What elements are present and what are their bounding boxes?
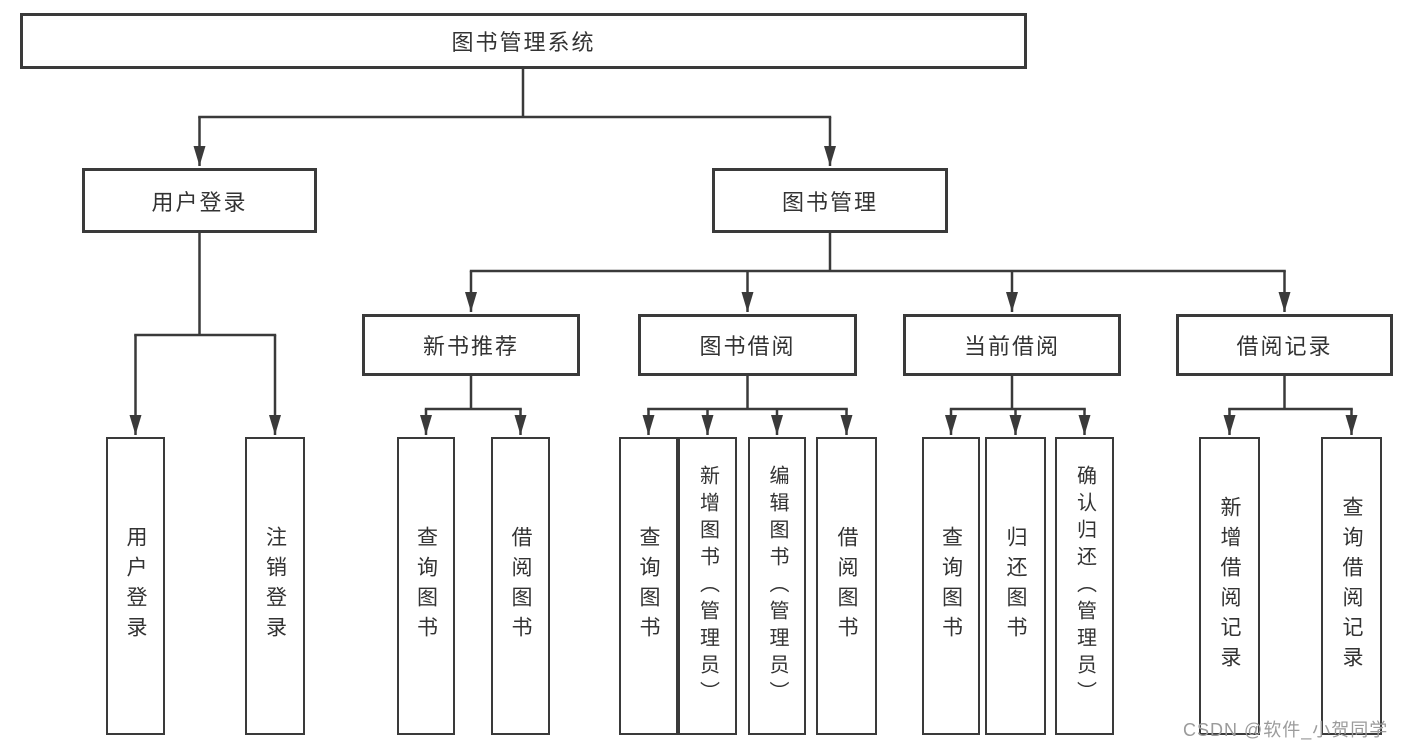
leaf-logout-login: 注销登录: [245, 437, 305, 735]
leaf-add-borrow-record: 新增借阅记录: [1199, 437, 1260, 735]
node-book-borrowing: 图书借阅: [638, 314, 857, 376]
leaf-borrow-books: 借阅图书: [816, 437, 877, 735]
leaf-borrow-books-recommendation: 借阅图书: [491, 437, 550, 735]
leaf-search-borrow-record: 查询借阅记录: [1321, 437, 1382, 735]
node-label: 新书推荐: [422, 334, 519, 359]
leaf-label: 用户登录: [124, 526, 148, 646]
leaf-label: 确认归还（管理员）: [1073, 464, 1096, 708]
leaf-label: 查询借阅记录: [1340, 496, 1364, 676]
node-label: 图书管理系统: [451, 30, 596, 55]
node-new-book-recommendation: 新书推荐: [362, 314, 580, 376]
leaf-search-books-borrowing: 查询图书: [619, 437, 678, 735]
leaf-add-book-admin: 新增图书（管理员）: [678, 437, 737, 735]
leaf-confirm-return-admin: 确认归还（管理员）: [1055, 437, 1114, 735]
leaf-user-login: 用户登录: [106, 437, 165, 735]
leaf-label: 新增借阅记录: [1218, 496, 1242, 676]
node-library-management-system: 图书管理系统: [20, 13, 1027, 69]
node-user-login: 用户登录: [82, 168, 317, 233]
leaf-label: 借阅图书: [835, 526, 859, 646]
leaf-label: 查询图书: [414, 526, 438, 646]
leaf-label: 查询图书: [637, 526, 661, 646]
node-label: 当前借阅: [963, 334, 1060, 359]
node-borrowing-records: 借阅记录: [1176, 314, 1393, 376]
leaf-label: 新增图书（管理员）: [696, 464, 719, 708]
leaf-edit-book-admin: 编辑图书（管理员）: [748, 437, 806, 735]
leaf-label: 借阅图书: [509, 526, 533, 646]
leaf-label: 查询图书: [939, 526, 963, 646]
leaf-label: 注销登录: [263, 526, 287, 646]
leaf-search-books-recommendation: 查询图书: [397, 437, 455, 735]
node-label: 图书管理: [781, 189, 878, 215]
node-label: 借阅记录: [1236, 334, 1333, 359]
leaf-search-books-current: 查询图书: [922, 437, 980, 735]
node-label: 图书借阅: [699, 334, 796, 359]
leaf-return-books: 归还图书: [985, 437, 1046, 735]
leaf-label: 归还图书: [1004, 526, 1028, 646]
node-book-management: 图书管理: [712, 168, 948, 233]
leaf-label: 编辑图书（管理员）: [766, 464, 788, 708]
csdn-watermark: CSDN @软件_小贺同学: [1183, 720, 1389, 740]
node-label: 用户登录: [151, 189, 248, 215]
node-current-borrowing: 当前借阅: [903, 314, 1121, 376]
